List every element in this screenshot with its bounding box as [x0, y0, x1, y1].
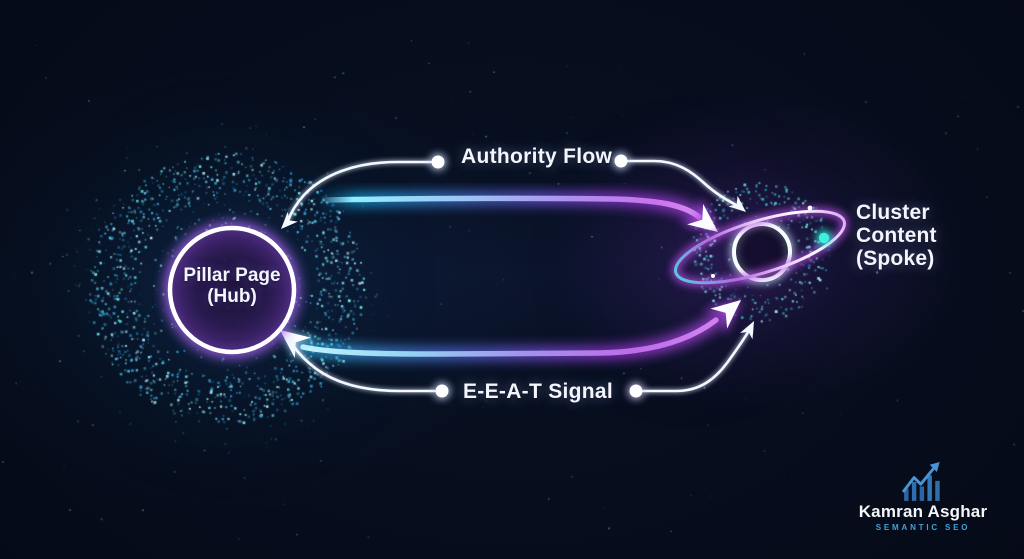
orbit-node-dot [818, 232, 830, 244]
spoke-ring [732, 222, 792, 282]
spoke-orbit-ring [671, 205, 849, 287]
eeat-leader-left-line [287, 339, 437, 394]
label-leader-dots [429, 152, 645, 400]
hub-ring [167, 225, 297, 355]
eeat-right-dot [629, 384, 643, 398]
authority-right-dot [614, 154, 628, 168]
cluster-spoke-label: Cluster Content (Spoke) [856, 201, 937, 270]
watermark-name: Kamran Asghar [858, 502, 988, 521]
authority-leader-right-line [626, 158, 751, 218]
authority-flow-connector [319, 191, 706, 224]
eeat-leader-right-line [641, 317, 761, 394]
authority-left-dot [431, 155, 445, 169]
authority-flow-label: Authority Flow [461, 145, 613, 168]
growth-chart-icon [901, 462, 940, 501]
eeat-signal-connector [296, 313, 723, 362]
eeat-left-dot [435, 384, 449, 398]
authority-arrowhead-into-spoke [728, 195, 751, 218]
authority-leader-left-line [275, 159, 433, 234]
eeat-signal-label: E-E-A-T Signal [463, 380, 614, 403]
orbit-sparkle [711, 274, 715, 278]
pillar-hub-node [164, 222, 300, 358]
watermark: Kamran Asghar SEMANTIC SEO [856, 462, 990, 532]
pillar-hub-label: Pillar Page (Hub) [183, 265, 281, 307]
watermark-tagline: SEMANTIC SEO [875, 523, 971, 532]
orbit-sparkle [807, 205, 813, 211]
authority-arrowhead-into-hub [275, 211, 298, 234]
